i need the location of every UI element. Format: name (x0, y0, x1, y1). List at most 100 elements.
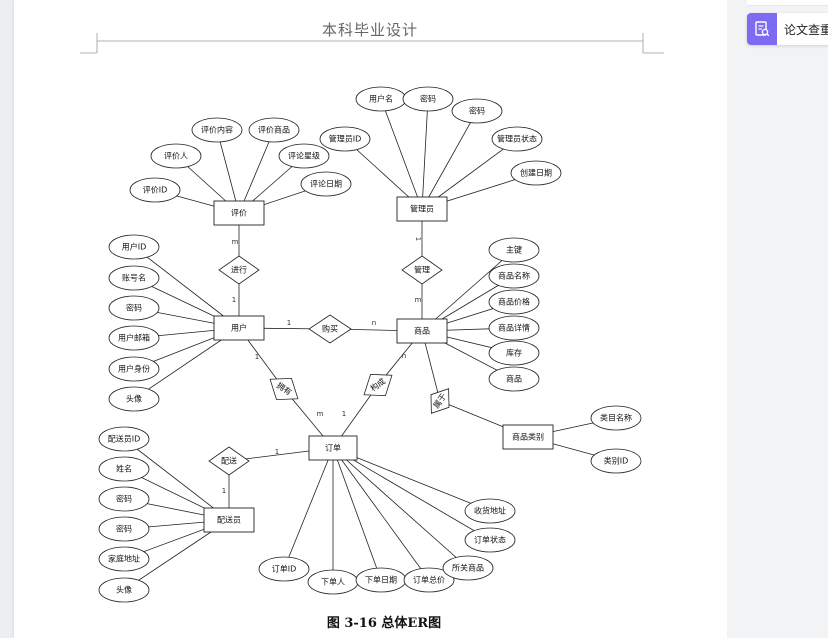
attribute-label-courier-1: 姓名 (116, 464, 132, 474)
cardinality-admin-manage: 1 (414, 237, 422, 241)
entity-label-category: 商品类别 (512, 432, 544, 442)
attribute-order-0 (258, 556, 310, 582)
relationship-belong (430, 388, 450, 414)
relationship-conduct (218, 255, 260, 285)
attribute-order-6 (464, 498, 516, 524)
cardinality-conduct-user: 1 (232, 296, 236, 304)
attribute-category-0 (590, 405, 642, 431)
attribute-label-review-1: 评价人 (164, 152, 188, 161)
er-diagram: 评价ID评价人评价内容评价商品评论星级评论日期管理员ID用户名密码密码管理员状态… (80, 33, 664, 603)
cardinality-manage-product: m (415, 296, 422, 304)
entity-category (502, 424, 554, 450)
attribute-label-courier-4: 家庭地址 (108, 554, 140, 564)
attribute-review-1 (150, 143, 202, 169)
attr-line-product-0 (421, 249, 515, 332)
plagiarism-check-button[interactable]: 论文查重 (747, 13, 828, 45)
cardinality-user-purchase: 1 (287, 319, 291, 327)
attribute-admin-2 (402, 86, 454, 112)
attr-line-review-3 (238, 129, 275, 214)
attribute-label-courier-0: 配送员ID (108, 434, 141, 444)
relationship-label-purchase: 购买 (322, 324, 338, 334)
attribute-label-review-4: 评论星级 (288, 151, 320, 161)
entity-label-order: 订单 (325, 443, 341, 453)
attribute-product-2 (488, 289, 540, 315)
entity-order (308, 435, 358, 461)
relationship-label-manage: 管理 (414, 265, 430, 275)
attribute-label-user-0: 用户ID (122, 242, 147, 252)
entity-product (396, 318, 448, 344)
plagiarism-check-label: 论文查重 (784, 22, 828, 37)
attribute-product-0 (488, 237, 540, 263)
attribute-category-1 (590, 448, 642, 474)
attribute-label-review-3: 评价商品 (258, 125, 290, 135)
relationship-label-conduct: 进行 (231, 265, 247, 275)
relationship-purchase (308, 314, 352, 344)
attribute-label-order-4: 所关商品 (452, 563, 484, 573)
attribute-courier-3 (98, 516, 150, 542)
attribute-label-user-2: 密码 (126, 303, 142, 313)
attribute-user-3 (108, 325, 160, 351)
attribute-label-admin-3: 密码 (469, 106, 485, 116)
attribute-label-product-3: 商品详情 (498, 323, 530, 333)
attribute-admin-3 (451, 98, 503, 124)
entity-label-courier: 配送员 (217, 515, 241, 525)
attribute-review-5 (300, 171, 352, 197)
attr-line-order-3 (332, 447, 430, 581)
entity-label-review: 评价 (231, 209, 247, 218)
attribute-label-admin-1: 用户名 (369, 94, 393, 104)
attribute-label-courier-3: 密码 (116, 524, 132, 534)
cardinality-compose-product: n (402, 352, 406, 360)
attribute-label-user-1: 账号名 (122, 273, 146, 283)
document-check-icon (747, 13, 777, 45)
figure-caption: 图 3-16 总体ER图 (326, 616, 442, 631)
attr-line-admin-3 (421, 110, 478, 210)
cardinality-order-compose: 1 (342, 410, 346, 418)
cardinality-user-possess: 1 (255, 353, 259, 361)
attribute-product-1 (488, 263, 540, 289)
cardinality-possess-order: m (317, 410, 324, 418)
right-side-panel (727, 0, 828, 638)
attribute-product-3 (488, 315, 540, 341)
attr-line-order-6 (332, 447, 491, 512)
page-header-title: 本科毕业设计 (321, 21, 418, 39)
cardinality-order-deliver: 1 (275, 448, 279, 456)
attribute-label-user-5: 头像 (126, 394, 142, 404)
attribute-courier-0 (98, 426, 150, 452)
attr-line-courier-0 (123, 438, 230, 521)
attr-line-order-4 (332, 447, 469, 569)
header-rule (80, 33, 664, 54)
attribute-label-review-0: 评价ID (143, 186, 168, 195)
attribute-label-category-0: 类目名称 (600, 413, 632, 423)
attribute-user-4 (108, 356, 160, 382)
attr-line-order-0 (283, 447, 334, 570)
cardinality-purchase-product: n (372, 319, 376, 327)
attribute-admin-0 (319, 126, 371, 152)
attribute-order-3 (403, 567, 455, 593)
attribute-label-courier-5: 头像 (116, 585, 132, 595)
attribute-label-order-6: 收货地址 (474, 506, 506, 516)
attribute-courier-5 (98, 577, 150, 603)
attribute-label-order-1: 下单人 (321, 577, 345, 587)
attribute-courier-1 (98, 456, 150, 482)
attribute-label-order-2: 下单日期 (365, 575, 397, 585)
cardinality-review-conduct: m (232, 238, 239, 246)
attribute-label-product-4: 库存 (506, 348, 522, 358)
attribute-review-3 (248, 117, 300, 143)
entity-label-admin: 管理员 (410, 204, 434, 214)
attribute-admin-5 (510, 160, 562, 186)
attr-line-admin-2 (421, 98, 429, 210)
attribute-label-user-4: 用户身份 (118, 364, 150, 374)
attribute-label-order-3: 订单总价 (413, 575, 445, 585)
attribute-label-order-0: 订单ID (272, 564, 297, 574)
attribute-label-review-2: 评价内容 (201, 125, 233, 135)
attribute-product-5 (488, 366, 540, 392)
attribute-label-order-5: 订单状态 (474, 535, 506, 545)
attribute-label-product-2: 商品价格 (498, 297, 530, 307)
attribute-user-2 (108, 295, 160, 321)
attribute-review-4 (278, 143, 330, 169)
entity-admin (396, 196, 448, 222)
attribute-user-1 (108, 265, 160, 291)
relationship-label-deliver: 配送 (221, 456, 237, 466)
top-panel-strip (747, 0, 828, 6)
attribute-review-0 (129, 177, 181, 203)
